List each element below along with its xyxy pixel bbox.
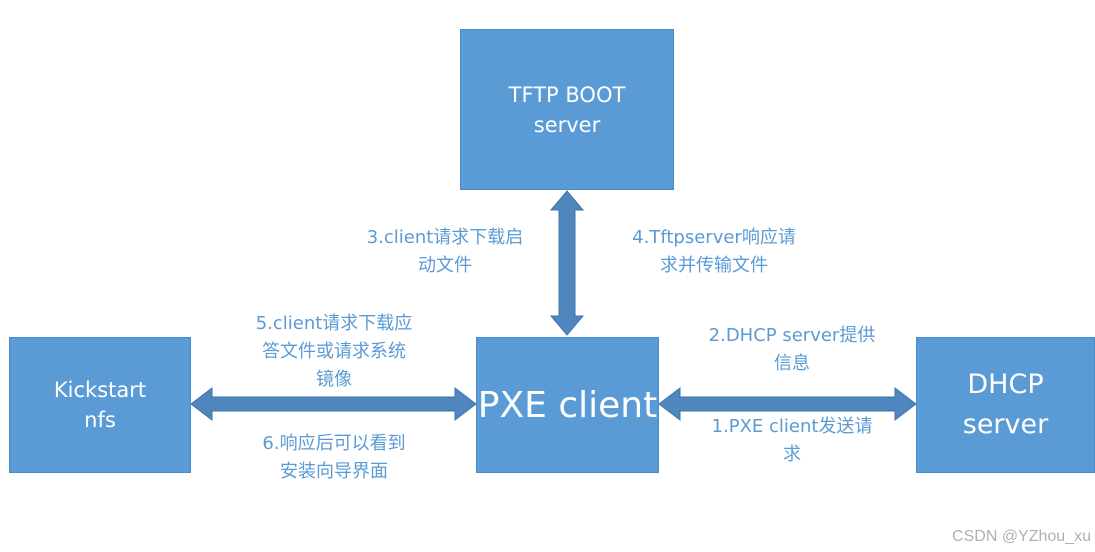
kickstart-node-line1: Kickstart	[53, 378, 147, 402]
pxe-client-node: PXE client	[476, 337, 659, 473]
watermark: CSDN @YZhou_xu	[952, 528, 1091, 545]
label-step5-line1: 5.client请求下载应	[255, 313, 413, 334]
tftp-node-line1: TFTP BOOT	[508, 82, 626, 107]
label-step4: 4.Tftpserver响应请 求并传输文件	[612, 224, 816, 280]
label-step2: 2.DHCP server提供 信息	[692, 322, 892, 378]
dhcp-node-line2: server	[962, 409, 1049, 440]
label-step2-line2: 信息	[774, 353, 810, 374]
label-step3: 3.client请求下载启 动文件	[345, 224, 545, 280]
kickstart-node-line2: nfs	[84, 408, 116, 432]
label-step4-line2: 求并传输文件	[660, 255, 768, 276]
dhcp-node-line1: DHCP	[967, 369, 1044, 400]
label-step5-line2: 答文件或请求系统	[262, 341, 406, 362]
label-step6-line1: 6.响应后可以看到	[262, 433, 406, 454]
kickstart-nfs-node: Kickstart nfs	[9, 337, 191, 473]
label-step4-line1: 4.Tftpserver响应请	[632, 227, 796, 248]
tftp-boot-server-node: TFTP BOOT server	[460, 29, 674, 190]
pxe-node-label: PXE client	[477, 384, 658, 426]
label-step3-line1: 3.client请求下载启	[366, 227, 524, 248]
arrow-tftp-pxe	[549, 190, 585, 336]
label-step5: 5.client请求下载应 答文件或请求系统 镜像	[234, 310, 434, 394]
label-step1: 1.PXE client发送请 求	[692, 413, 892, 469]
tftp-node-line2: server	[533, 112, 601, 137]
label-step1-line2: 求	[783, 444, 801, 465]
label-step1-line1: 1.PXE client发送请	[711, 416, 873, 437]
dhcp-server-node: DHCP server	[916, 337, 1095, 473]
label-step6-line2: 安装向导界面	[280, 461, 388, 482]
label-step5-line3: 镜像	[316, 369, 352, 390]
label-step6: 6.响应后可以看到 安装向导界面	[234, 430, 434, 486]
label-step2-line1: 2.DHCP server提供	[708, 325, 876, 346]
label-step3-line2: 动文件	[418, 255, 472, 276]
